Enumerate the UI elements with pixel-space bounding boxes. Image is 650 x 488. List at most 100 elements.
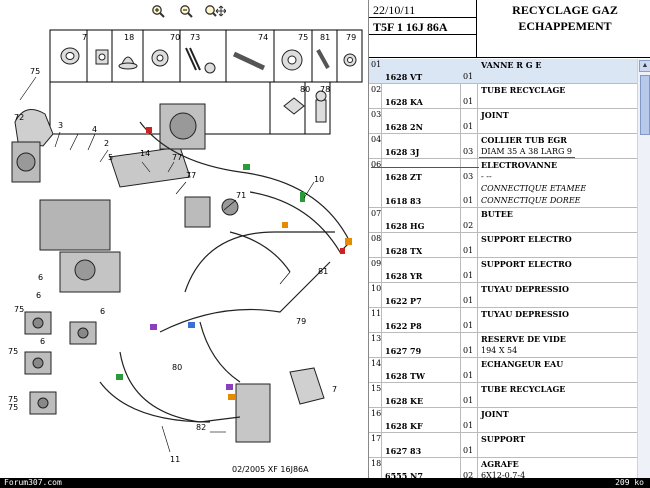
callout-72: 72 — [14, 113, 24, 122]
callout-70: 70 — [170, 33, 180, 42]
site-name: Forum307.com — [4, 478, 62, 487]
status-footer: Forum307.com 209 ko — [0, 478, 650, 488]
annotation-red-underline-1 — [479, 157, 575, 158]
item-number: 07 — [371, 209, 382, 218]
exploded-parts-diagram: 7 18 70 73 74 75 81 79 80 78 — [0, 22, 368, 478]
callout-75f: 75 — [8, 403, 18, 412]
annotation-red-underline-2 — [371, 167, 479, 168]
part-quantity: 01 — [463, 421, 474, 430]
part-reference: 1628 KE — [385, 396, 424, 406]
callout-6b: 6 — [36, 291, 41, 300]
part-reference: 1627 83 — [385, 446, 422, 456]
part-quantity: 03 — [463, 147, 474, 156]
callout-75-inset: 75 — [298, 33, 308, 42]
callout-77b: 77 — [186, 171, 196, 180]
item-number: 14 — [371, 359, 382, 368]
part-description: JOINT — [481, 110, 509, 120]
zoom-out-icon[interactable] — [178, 3, 194, 19]
callout-2: 2 — [104, 139, 109, 148]
part-reference: 1628 2N — [385, 122, 423, 132]
part-description: ELECTROVANNE — [481, 160, 558, 170]
callout-82: 82 — [196, 423, 206, 432]
part-description: TUYAU DEPRESSIO — [481, 284, 569, 294]
callout-79b: 79 — [296, 317, 306, 326]
part-description: SUPPORT ELECTRO — [481, 234, 572, 244]
part-quantity: 01 — [463, 371, 474, 380]
part-description: COLLIER TUB EGR — [481, 135, 567, 145]
item-number: 10 — [371, 284, 382, 293]
part-description: 6X12-0,7-4 — [481, 471, 526, 478]
part-reference: 1628 KF — [385, 421, 423, 431]
part-description-alt: CONNECTIQUE DOREE — [481, 196, 581, 205]
part-quantity-alt: 01 — [463, 196, 474, 205]
part-description: SUPPORT — [481, 434, 526, 444]
part-quantity: 01 — [463, 296, 474, 305]
callout-6a: 6 — [38, 273, 43, 282]
callout-77a: 77 — [172, 153, 182, 162]
callout-74: 74 — [258, 33, 268, 42]
callout-71: 71 — [236, 191, 246, 200]
diagram-toolbar — [0, 0, 368, 22]
zoom-pan-icon[interactable] — [204, 3, 226, 19]
part-reference: 1622 P8 — [385, 321, 422, 331]
parts-header: 22/10/11 T5F 1 16J 86A RECYCLAGE GAZ ECH… — [369, 0, 650, 58]
part-description: BUTEE — [481, 209, 513, 219]
part-quantity: 01 — [463, 72, 474, 81]
callout-81b: 81 — [318, 267, 328, 276]
callout-14: 14 — [140, 149, 150, 158]
part-quantity: 02 — [463, 221, 474, 230]
part-description: TUBE RECYCLAGE — [481, 384, 566, 394]
callout-78: 78 — [320, 85, 330, 94]
callout-75d: 75 — [8, 347, 18, 356]
diagram-caption: 02/2005 XF 16J86A — [232, 465, 309, 474]
callout-80b: 80 — [172, 363, 182, 372]
parts-list-panel: 22/10/11 T5F 1 16J 86A RECYCLAGE GAZ ECH… — [368, 0, 650, 478]
callout-79: 79 — [346, 33, 356, 42]
vacuum-reservoir — [235, 367, 325, 443]
scroll-up-icon[interactable]: ▲ — [639, 60, 650, 72]
part-quantity: 01 — [463, 346, 474, 355]
part-quantity: 03 — [463, 172, 474, 181]
part-reference: 1628 KA — [385, 97, 423, 107]
callout-75-top: 75 — [30, 67, 40, 76]
item-number: 17 — [371, 434, 382, 443]
zoom-in-icon[interactable] — [150, 3, 166, 19]
part-reference: 1628 YR — [385, 271, 423, 281]
part-description: VANNE R G E — [481, 60, 542, 70]
item-number: 06 — [371, 160, 382, 169]
parts-inset-top — [49, 29, 363, 135]
scroll-thumb[interactable] — [640, 75, 650, 135]
parts-scrollbar[interactable]: ▲ — [637, 59, 650, 478]
inset-part-illustrations — [60, 47, 357, 123]
part-quantity: 01 — [463, 446, 474, 455]
part-reference: 1628 ZT — [385, 172, 422, 182]
callout-75c: 75 — [14, 305, 24, 314]
catalog-date: 22/10/11 — [373, 3, 416, 17]
part-reference: 1627 79 — [385, 346, 422, 356]
item-number: 13 — [371, 334, 382, 343]
item-number: 08 — [371, 234, 382, 243]
part-quantity: 01 — [463, 122, 474, 131]
callout-6c: 6 — [100, 307, 105, 316]
callout-80: 80 — [300, 85, 310, 94]
table-row[interactable]: 17 SUPPORT 1627 83 01 — [369, 433, 637, 458]
part-description: TUBE RECYCLAGE — [481, 85, 566, 95]
part-description: RESERVE DE VIDE — [481, 334, 566, 344]
part-reference: 1628 VT — [385, 72, 423, 82]
solenoid-valves — [24, 311, 97, 415]
